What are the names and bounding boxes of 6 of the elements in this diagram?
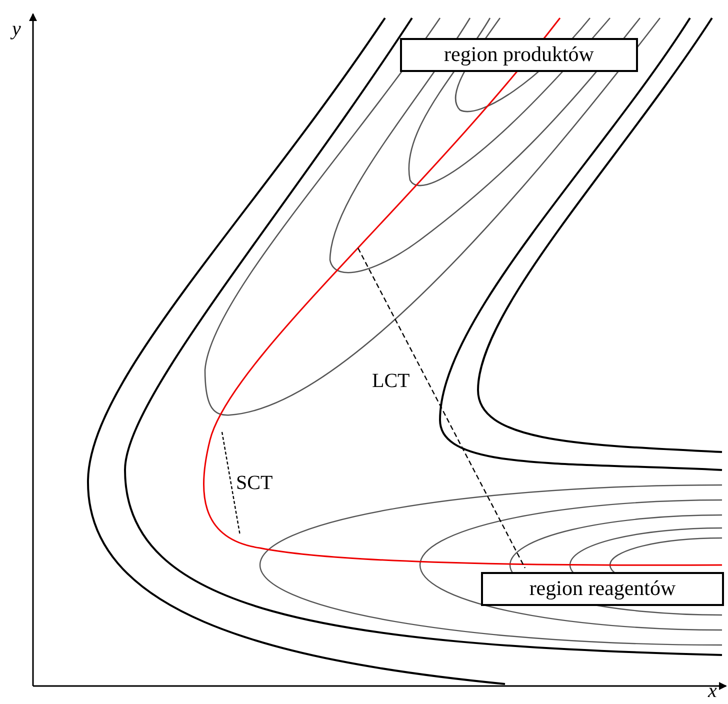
region-label-box: region reagentów: [481, 572, 724, 606]
path-label: SCT: [236, 472, 273, 494]
axis-label: x: [708, 680, 717, 702]
region-label-box: region produktów: [400, 38, 638, 72]
path-label: LCT: [372, 370, 410, 392]
axis-label: y: [12, 18, 21, 40]
